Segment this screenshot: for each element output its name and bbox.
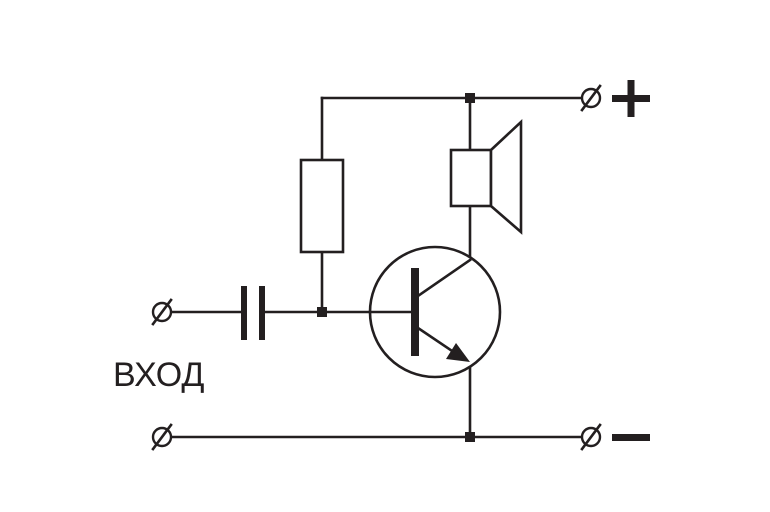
input-signal-terminal — [151, 298, 173, 326]
junction-dot-bottom — [465, 432, 475, 442]
plus-sign-icon — [612, 80, 650, 117]
input-ground-terminal — [151, 423, 173, 451]
junction-dot-base — [317, 307, 327, 317]
loudspeaker — [449, 119, 523, 235]
input-label: ВХОД — [113, 356, 204, 394]
negative-supply-terminal — [580, 423, 602, 451]
input-capacitor — [241, 286, 265, 340]
junction-dot-top — [465, 93, 475, 103]
bias-resistor — [299, 158, 345, 254]
npn-transistor — [368, 245, 502, 379]
emitter-arrow — [446, 343, 470, 362]
positive-supply-terminal — [580, 84, 602, 112]
minus-sign-icon — [612, 434, 650, 441]
